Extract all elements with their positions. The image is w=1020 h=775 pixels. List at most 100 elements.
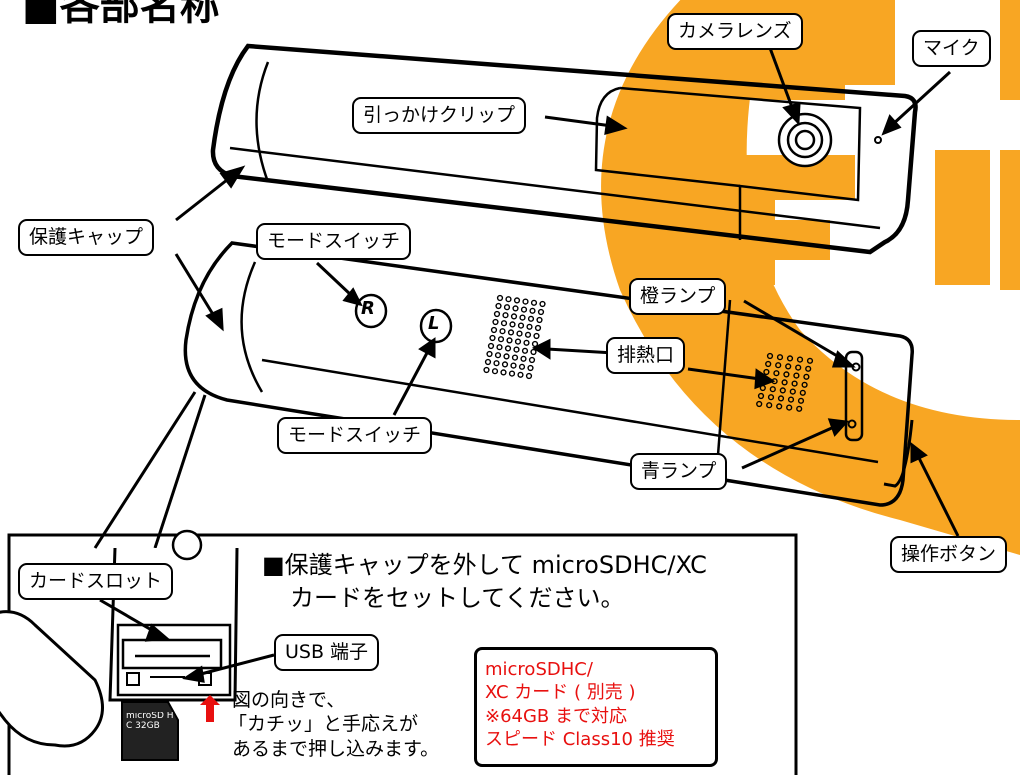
device-top-view (210, 43, 918, 255)
label-clip: 引っかけクリップ (352, 97, 527, 134)
vent-hole (765, 360, 772, 368)
vent-hole (530, 299, 538, 306)
page-title: ■各部名称 (22, 0, 220, 29)
vent-hole (806, 357, 814, 364)
vent-hole (527, 315, 535, 322)
vent-hole (776, 403, 783, 410)
label-card-slot: カードスロット (18, 563, 174, 600)
vent-hole (796, 356, 804, 363)
vent-hole (512, 305, 519, 312)
label-mode-switch-top: モードスイッチ (256, 223, 412, 260)
vent-hole (519, 314, 526, 321)
vent-hole (787, 396, 795, 403)
vent-hole (486, 350, 493, 358)
vent-hole (786, 404, 793, 411)
vent-hole (494, 352, 502, 359)
vent-hole (776, 354, 784, 361)
step-text-line2: 「カチッ」と手応えが (228, 713, 419, 735)
vent-hole (799, 389, 806, 396)
label-usb-terminal: USB 端子 (274, 634, 380, 671)
vent-hole (757, 392, 765, 400)
vent-hole (520, 355, 527, 362)
vent-hole (530, 348, 537, 356)
vent-hole (521, 347, 529, 354)
vent-hole (777, 395, 785, 402)
vent-hole (523, 339, 530, 346)
vent-hole (500, 320, 508, 327)
vent-hole (517, 371, 524, 378)
vent-hole (511, 354, 519, 361)
vent-hole (510, 313, 518, 320)
vent-hole (527, 364, 534, 372)
vent-hole (516, 330, 523, 337)
vent-hole (766, 352, 774, 360)
vent-hole (533, 332, 540, 340)
vent-hole (775, 362, 782, 369)
note-line: ※64GB まで対応 (485, 705, 628, 727)
vent-hole (497, 336, 505, 343)
switch-mark-l: L (428, 313, 440, 334)
vent-hole (514, 338, 522, 345)
vent-hole (493, 360, 500, 367)
vent-hole (509, 321, 516, 328)
vent-hole (801, 381, 808, 388)
label-operation-button: 操作ボタン (890, 536, 1008, 573)
pointer-arrows (99, 47, 960, 683)
vent-hole (803, 373, 810, 380)
vent-hole (769, 386, 776, 393)
vent-hole (528, 356, 536, 364)
vent-hole (789, 388, 796, 395)
vent-hole (496, 294, 504, 302)
vent-hole (539, 300, 546, 308)
step-text-line1: 図の向きで、 (232, 689, 346, 711)
sd-card-print: microSD HC 32GB (126, 712, 174, 731)
label-protective-cap: 保護キャップ (18, 219, 155, 256)
vent-hole (487, 342, 495, 350)
vent-hole (766, 402, 773, 409)
label-vent: 排熱口 (606, 337, 686, 374)
vent-hole (510, 362, 517, 369)
note-line: microSDHC/ (485, 659, 593, 680)
vent-hole (795, 364, 802, 371)
vent-hole (524, 331, 532, 338)
vent-hole (756, 400, 763, 408)
label-blue-lamp: 青ランプ (630, 453, 728, 490)
vent-hole (513, 346, 520, 353)
label-orange-lamp: 橙ランプ (629, 278, 727, 315)
vent-hole (526, 323, 533, 330)
vent-hole (501, 361, 509, 368)
vent-hole (506, 337, 513, 344)
step-text-line3: あるまで押し込みます。 (232, 738, 440, 760)
vent-hole (534, 324, 542, 332)
vent-hole (791, 380, 798, 387)
vent-hole (499, 328, 506, 335)
device-main-body (183, 241, 914, 507)
vent-hole (503, 304, 511, 311)
vent-hole (483, 366, 490, 374)
vent-hole (796, 405, 803, 412)
vent-hole (763, 368, 770, 376)
vent-hole (507, 329, 515, 336)
vent-hole (529, 307, 536, 314)
note-line: スピード Class10 推奨 (485, 729, 675, 751)
inset-instruction-line2: カードをセットしてください。 (290, 584, 625, 612)
vent-hole (513, 297, 521, 304)
vent-holes (483, 294, 814, 412)
vent-hole (767, 394, 775, 401)
vent-hole (517, 322, 525, 329)
vent-hole (773, 370, 780, 377)
vent-hole (781, 379, 788, 386)
vent-hole (508, 370, 516, 377)
vent-hole (783, 371, 790, 378)
vent-hole (522, 298, 529, 305)
vent-hole (503, 353, 510, 360)
vent-hole (492, 318, 499, 326)
vent-hole (779, 387, 786, 394)
vent-hole (491, 368, 499, 375)
vent-hole (495, 302, 502, 310)
vent-hole (502, 312, 509, 319)
vent-hole (536, 316, 543, 324)
inset-instruction-line1: ■保護キャップを外して microSDHC/XC (262, 551, 707, 579)
vent-hole (520, 306, 528, 313)
